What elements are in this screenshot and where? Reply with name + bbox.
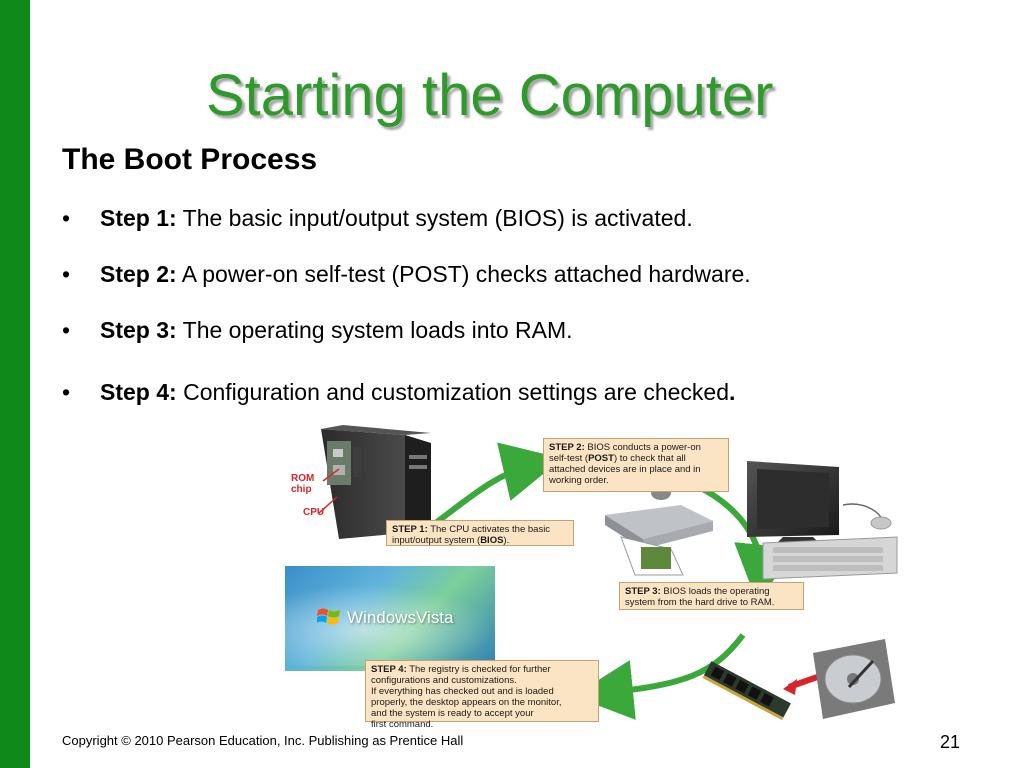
windows-vista-screen: WindowsVista (285, 566, 495, 671)
step-text: The basic input/output system (BIOS) is … (176, 205, 693, 231)
vista-wordmark: WindowsVista (347, 608, 454, 627)
monitor-icon (747, 461, 839, 547)
copyright-footer: Copyright © 2010 Pearson Education, Inc.… (62, 733, 464, 748)
ram-stick-icon (702, 661, 791, 721)
step-label: Step 1: (100, 205, 177, 231)
bullet: • (62, 205, 71, 231)
printer-icon (605, 486, 713, 576)
step-label: Step 4: (100, 379, 177, 405)
boot-illustration (318, 425, 898, 721)
step-text: A power-on self-test (POST) checks attac… (176, 261, 751, 287)
bullet: • (62, 379, 71, 405)
windows-logo-icon (317, 608, 340, 625)
bullet: • (62, 317, 71, 343)
left-accent-bar (0, 0, 30, 768)
page-number: 21 (940, 732, 961, 752)
cpu-label: CPU (303, 507, 325, 518)
step-label: Step 3: (100, 317, 177, 343)
step-text: Configuration and customization settings… (176, 379, 730, 405)
computer-tower-icon (321, 425, 431, 539)
bullet: • (62, 261, 71, 287)
slide-title: Starting the Computer (206, 63, 774, 128)
keyboard-icon (762, 536, 898, 580)
step-end-punct: . (729, 379, 736, 405)
step-text: The operating system loads into RAM. (176, 317, 573, 343)
hard-drive-icon (813, 639, 895, 719)
step4-callout: STEP 4: The registry is checked for furt… (365, 660, 599, 730)
slide-subtitle: The Boot Process (62, 143, 318, 176)
step-label: Step 2: (100, 261, 177, 287)
